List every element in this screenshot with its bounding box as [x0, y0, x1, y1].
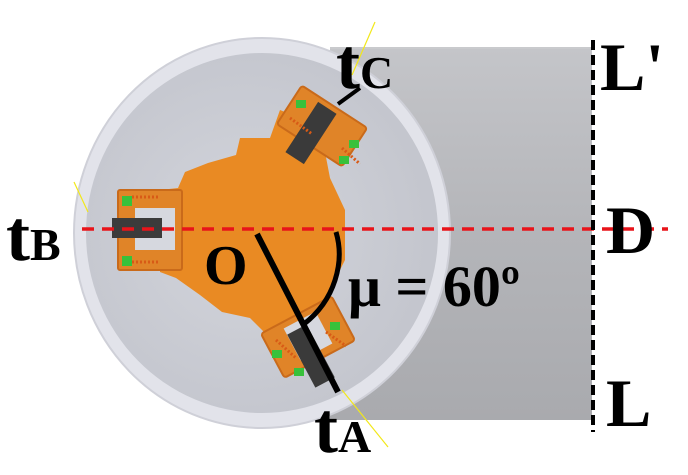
label-l-prime: L' — [600, 29, 664, 105]
wheel-b — [112, 218, 162, 238]
leg-c — [276, 85, 368, 167]
label-tc: tC — [336, 24, 393, 104]
label-o: O — [204, 235, 248, 297]
label-l: L — [606, 365, 651, 441]
ray-b — [73, 181, 89, 213]
label-ta: tA — [314, 388, 371, 468]
label-angle: μ = 60º — [348, 254, 520, 319]
ray-c — [351, 21, 376, 76]
wheel-a — [287, 324, 335, 388]
inclined-line-a — [254, 232, 341, 394]
contact-line-c — [336, 86, 362, 106]
angle-arc — [302, 231, 342, 326]
ray-a — [341, 389, 389, 448]
label-tb: tB — [6, 196, 61, 276]
label-d: D — [606, 192, 655, 268]
